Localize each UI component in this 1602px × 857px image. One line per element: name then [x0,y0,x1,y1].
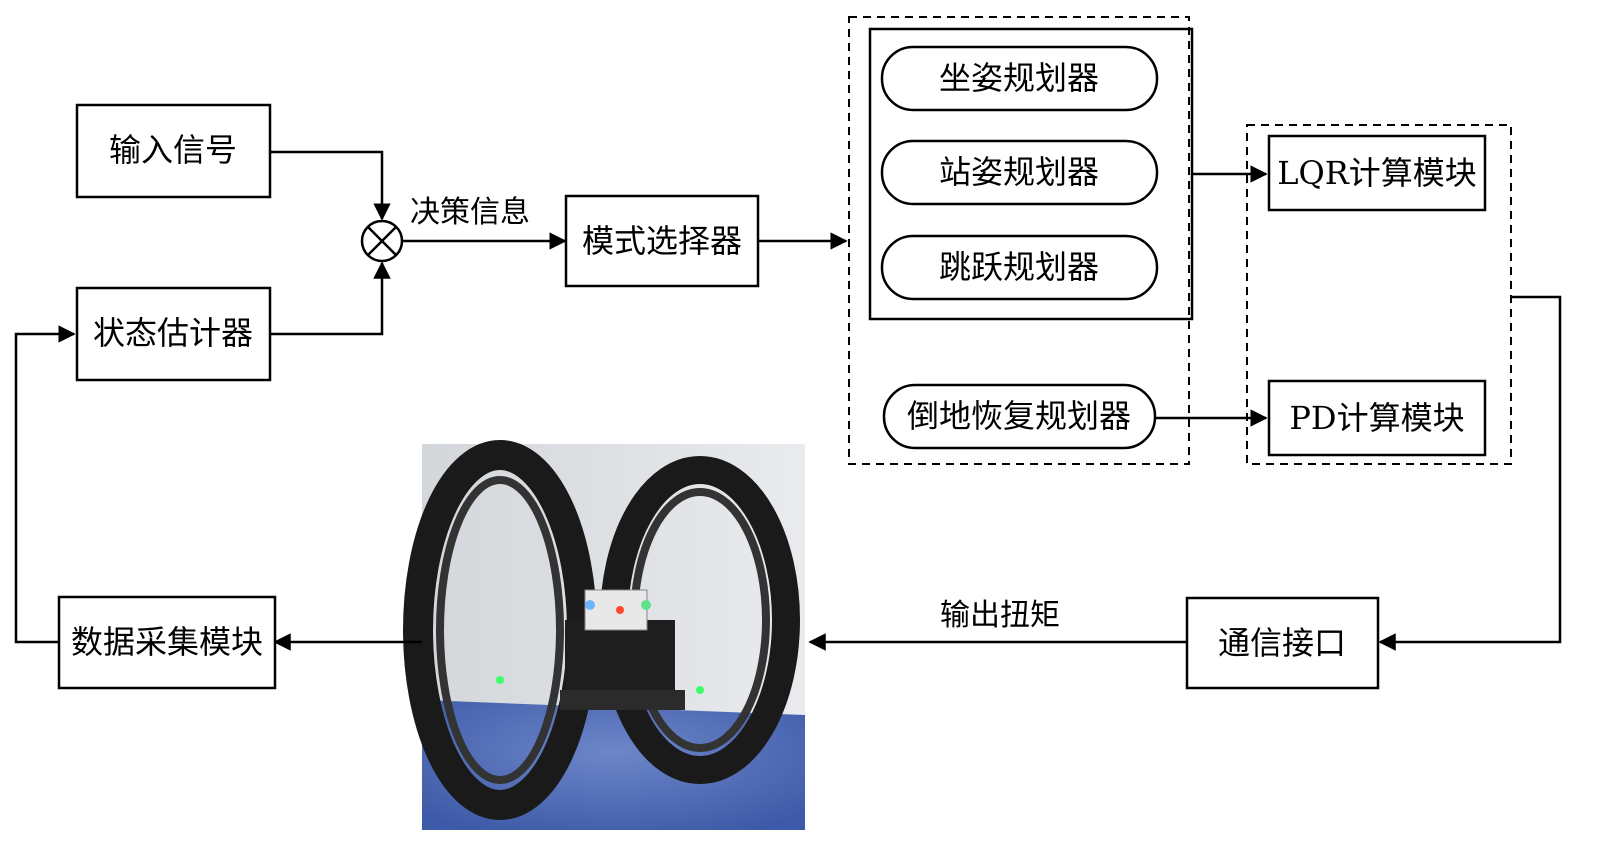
input-signal-label: 输入信号 [109,131,237,169]
decision-info-label: 决策信息 [410,195,530,230]
output-torque-label: 输出扭矩 [940,598,1060,633]
pd-module-label: PD计算模块 [1289,399,1464,437]
summing-junction [360,219,404,263]
lqr-module-label: LQR计算模块 [1277,154,1477,192]
arrow-input-to-junction [270,150,391,221]
comm-interface-label: 通信接口 [1218,624,1346,662]
data-acquisition-label: 数据采集模块 [71,623,263,661]
planner-group [848,16,1190,465]
lqr-module-box [1267,134,1487,212]
sitting-planner-label: 坐姿规划器 [939,59,1099,97]
wheeled-robot-photo [403,440,805,830]
fall-recovery-planner [882,383,1157,450]
mode-selector-label: 模式选择器 [582,222,742,260]
arrow-acquisition-to-estimator [14,325,76,644]
controller-group [1246,124,1512,465]
input-signal-box [75,103,272,199]
standing-planner [880,139,1159,206]
arrow-controllers-to-comm [1378,295,1562,651]
jumping-planner-label: 跳跃规划器 [939,248,1099,286]
pd-module-box [1267,379,1487,457]
state-estimator-label: 状态估计器 [93,314,253,352]
arrow-estimator-to-junction [270,261,391,336]
sitting-planner [880,45,1159,112]
standing-planner-label: 站姿规划器 [939,153,1099,191]
state-estimator-box [75,286,272,382]
fall-recovery-planner-label: 倒地恢复规划器 [907,397,1131,435]
jumping-planner [880,234,1159,301]
